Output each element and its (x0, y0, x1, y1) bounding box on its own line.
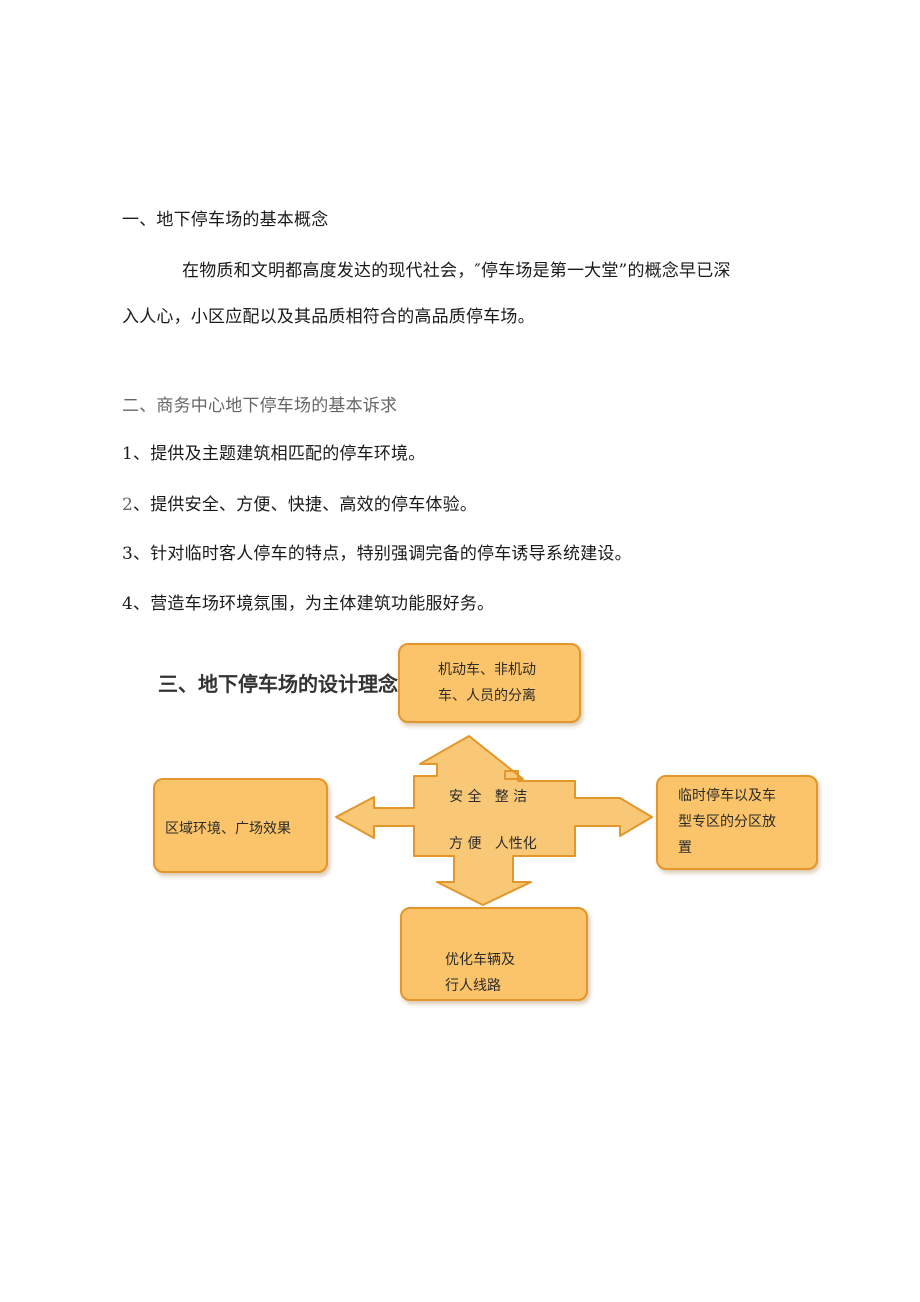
list-item-number: 3 (122, 544, 134, 564)
list-item-number: 1 (122, 444, 134, 464)
cross-arrow (335, 735, 653, 906)
box-top-line2: 车、人员的分离 (438, 688, 536, 704)
section1-paragraph-line2: 入人心，小区应配以及其品质相符合的高品质停车场。 (122, 307, 535, 327)
list-item-number: 2 (122, 495, 134, 515)
box-bottom-line2: 行人线路 (445, 978, 501, 994)
box-right-line1: 临时停车以及车 (678, 788, 776, 804)
section1-paragraph-line1: 在物质和文明都高度发达的现代社会，″停车场是第一大堂”的概念早已深 (182, 261, 731, 281)
list-item-text: 、营造车场环境氛围，为主体建筑功能服好务。 (133, 594, 495, 614)
list-item: 4、营造车场环境氛围，为主体建筑功能服好务。 (122, 589, 494, 614)
list-item: 1、提供及主题建筑相匹配的停车环境。 (122, 439, 425, 464)
list-item-text: 、提供及主题建筑相匹配的停车环境。 (133, 444, 426, 464)
list-item: 3、针对临时客人停车的特点，特别强调完备的停车诱导系统建设。 (122, 539, 632, 564)
box-right: 临时停车以及车 型专区的分区放 置 (656, 775, 818, 870)
box-left-line1: 区域环境、广场效果 (165, 821, 291, 837)
box-right-line3: 置 (678, 840, 692, 856)
list-item-text: 、提供安全、方便、快捷、高效的停车体验。 (133, 495, 478, 515)
center-text-line2: 方 便 人性化 (449, 836, 537, 852)
center-text-line1: 安 全 整 洁 (449, 789, 528, 805)
list-item-number: 4 (122, 594, 134, 614)
section2-heading: 二、商务中心地下停车场的基本诉求 (122, 396, 398, 416)
box-top-line1: 机动车、非机动 (438, 662, 536, 678)
box-bottom: 优化车辆及 行人线路 (400, 907, 588, 1001)
box-right-line2: 型专区的分区放 (678, 814, 776, 830)
section1-heading: 一、地下停车场的基本概念 (122, 210, 329, 230)
list-item-text: 、针对临时客人停车的特点，特别强调完备的停车诱导系统建设。 (133, 544, 632, 564)
box-bottom-line1: 优化车辆及 (445, 952, 515, 968)
box-left: 区域环境、广场效果 (153, 778, 328, 873)
list-item: 2、提供安全、方便、快捷、高效的停车体验。 (122, 490, 477, 515)
box-top: 机动车、非机动 车、人员的分离 (398, 643, 581, 723)
